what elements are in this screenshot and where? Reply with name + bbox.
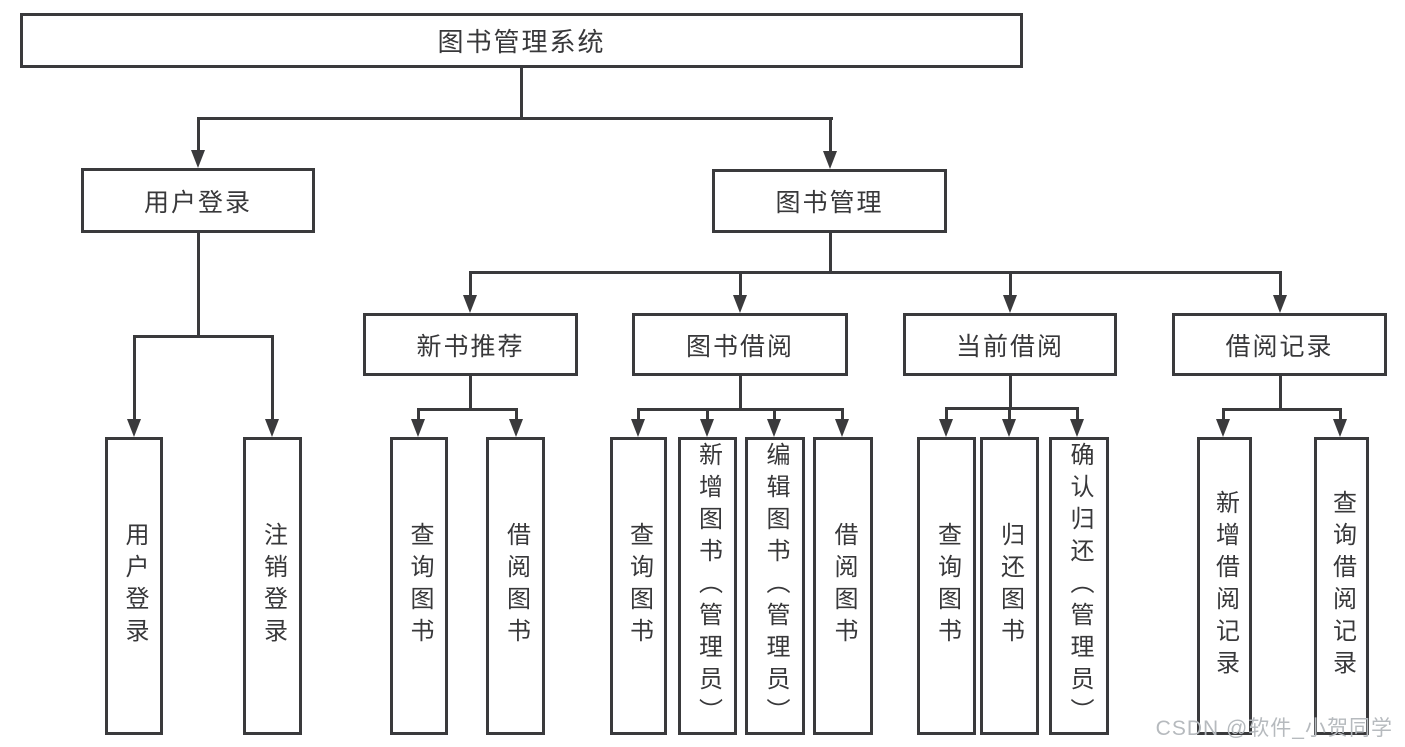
arrowhead-down-icon <box>1002 419 1016 437</box>
arrowhead-down-icon <box>823 151 837 169</box>
node-label: 查询借阅记录 <box>1328 490 1356 682</box>
leaf-confirm-return-admin: 确认归还（管理员） <box>1049 437 1109 735</box>
connector-line <box>197 117 200 153</box>
node-label: 注销登录 <box>259 522 287 650</box>
node-label: 编辑图书（管理员） <box>762 442 789 730</box>
arrowhead-down-icon <box>463 295 477 313</box>
connector-line <box>773 408 776 422</box>
node-label: 确认归还（管理员） <box>1066 442 1093 730</box>
node-label: 查询图书 <box>933 522 961 650</box>
node-label: 图书借阅 <box>685 332 794 361</box>
leaf-add-borrow-record: 新增借阅记录 <box>1197 437 1252 735</box>
connector-line <box>739 271 742 298</box>
node-label: 图书管理系统 <box>437 27 606 57</box>
leaf-logout: 注销登录 <box>243 437 302 735</box>
arrowhead-down-icon <box>265 419 279 437</box>
arrowhead-down-icon <box>631 419 645 437</box>
connector-line <box>469 376 472 410</box>
arrowhead-down-icon <box>1333 419 1347 437</box>
node-book-management: 图书管理 <box>712 169 947 233</box>
connector-line <box>841 408 844 422</box>
node-label: 借阅记录 <box>1225 332 1334 361</box>
connector-line <box>945 407 1079 410</box>
leaf-query-borrow-record: 查询借阅记录 <box>1314 437 1369 735</box>
connector-line <box>469 271 1282 274</box>
node-label: 新增图书（管理员） <box>694 442 722 730</box>
connector-line <box>1009 376 1012 409</box>
leaf-borrow-books: 借阅图书 <box>813 437 873 735</box>
node-root-library-system: 图书管理系统 <box>20 13 1023 68</box>
connector-line <box>637 408 640 422</box>
connector-line <box>1339 408 1342 422</box>
node-current-borrow: 当前借阅 <box>903 313 1117 376</box>
node-label: 当前借阅 <box>955 332 1064 361</box>
arrowhead-down-icon <box>191 150 205 168</box>
arrowhead-down-icon <box>411 419 425 437</box>
node-label: 用户登录 <box>121 522 148 650</box>
node-label: 用户登录 <box>143 188 252 217</box>
connector-line <box>1076 407 1079 422</box>
connector-line <box>637 408 844 411</box>
connector-line <box>829 233 832 274</box>
node-borrow-records: 借阅记录 <box>1172 313 1387 376</box>
connector-line <box>469 271 472 298</box>
connector-line <box>133 335 136 422</box>
node-label: 借阅图书 <box>830 522 857 650</box>
arrowhead-down-icon <box>939 419 953 437</box>
leaf-query-books-current: 查询图书 <box>917 437 976 735</box>
connector-line <box>197 233 200 335</box>
arrowhead-down-icon <box>1216 419 1230 437</box>
connector-line <box>1008 407 1011 422</box>
arrowhead-down-icon <box>700 419 714 437</box>
leaf-borrow-books-recommend: 借阅图书 <box>486 437 545 735</box>
arrowhead-down-icon <box>127 419 141 437</box>
connector-line <box>1279 376 1282 409</box>
node-new-book-recommend: 新书推荐 <box>363 313 578 376</box>
connector-line <box>520 68 523 117</box>
arrowhead-down-icon <box>835 419 849 437</box>
node-book-borrow: 图书借阅 <box>632 313 848 376</box>
node-label: 新增借阅记录 <box>1211 490 1239 682</box>
connector-line <box>133 335 274 338</box>
node-label: 新书推荐 <box>416 332 525 361</box>
connector-line <box>515 408 518 422</box>
node-user-login: 用户登录 <box>81 168 315 233</box>
node-label: 借阅图书 <box>502 522 530 650</box>
connector-line <box>829 117 832 154</box>
arrowhead-down-icon <box>733 295 747 313</box>
leaf-query-books-borrow: 查询图书 <box>610 437 667 735</box>
node-label: 查询图书 <box>625 522 653 650</box>
leaf-add-book-admin: 新增图书（管理员） <box>678 437 737 735</box>
connector-line <box>1222 408 1225 422</box>
connector-line <box>739 376 742 410</box>
node-label: 归还图书 <box>996 522 1024 650</box>
connector-line <box>1222 408 1342 411</box>
leaf-return-books: 归还图书 <box>980 437 1039 735</box>
arrowhead-down-icon <box>1070 419 1084 437</box>
connector-line <box>945 407 948 422</box>
arrowhead-down-icon <box>767 419 781 437</box>
connector-line <box>417 408 420 422</box>
connector-line <box>417 408 518 411</box>
connector-line <box>197 117 833 120</box>
leaf-user-login: 用户登录 <box>105 437 163 735</box>
leaf-edit-book-admin: 编辑图书（管理员） <box>745 437 805 735</box>
arrowhead-down-icon <box>509 419 523 437</box>
csdn-watermark: CSDN @软件_小贺同学 <box>1155 717 1393 740</box>
connector-line <box>1279 271 1282 298</box>
node-label: 图书管理 <box>775 189 884 217</box>
connector-line <box>706 408 709 422</box>
arrowhead-down-icon <box>1273 295 1287 313</box>
node-label: 查询图书 <box>406 522 433 650</box>
leaf-query-books-recommend: 查询图书 <box>390 437 448 735</box>
connector-line <box>271 335 274 422</box>
connector-line <box>1009 271 1012 298</box>
arrowhead-down-icon <box>1003 295 1017 313</box>
